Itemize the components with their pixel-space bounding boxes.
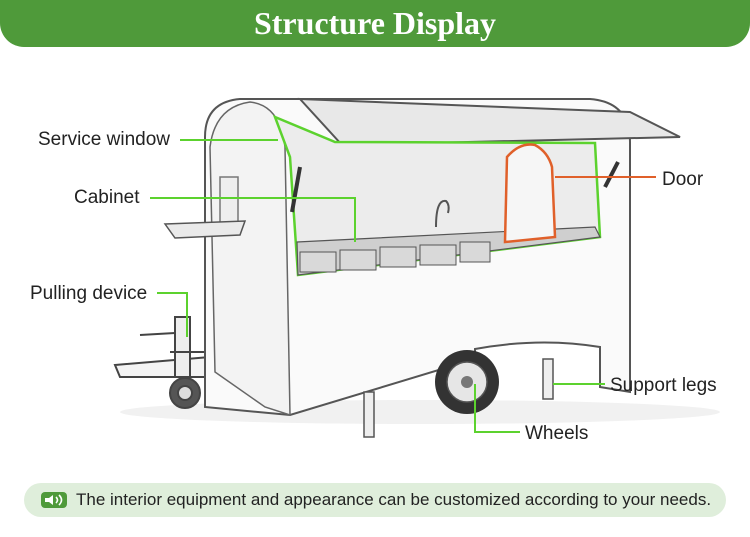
label-pulling-device: Pulling device <box>30 283 148 304</box>
trailer-body <box>163 97 681 438</box>
trailer-illustration <box>113 97 720 438</box>
label-service-window: Service window <box>38 129 170 150</box>
footer-banner <box>24 483 726 517</box>
leader-wheels <box>474 384 520 433</box>
leader-pulling-device <box>157 292 188 337</box>
header-banner <box>0 0 750 47</box>
label-support-legs: Support legs <box>610 375 717 396</box>
page-title: Structure Display <box>253 5 497 41</box>
label-door: Door <box>662 169 704 190</box>
label-cabinet: Cabinet <box>74 187 140 208</box>
leader-cabinet <box>150 197 356 242</box>
speaker-icon <box>41 492 67 508</box>
label-wheels: Wheels <box>525 423 589 444</box>
footer-text: The interior equipment and appearance ca… <box>76 490 712 509</box>
